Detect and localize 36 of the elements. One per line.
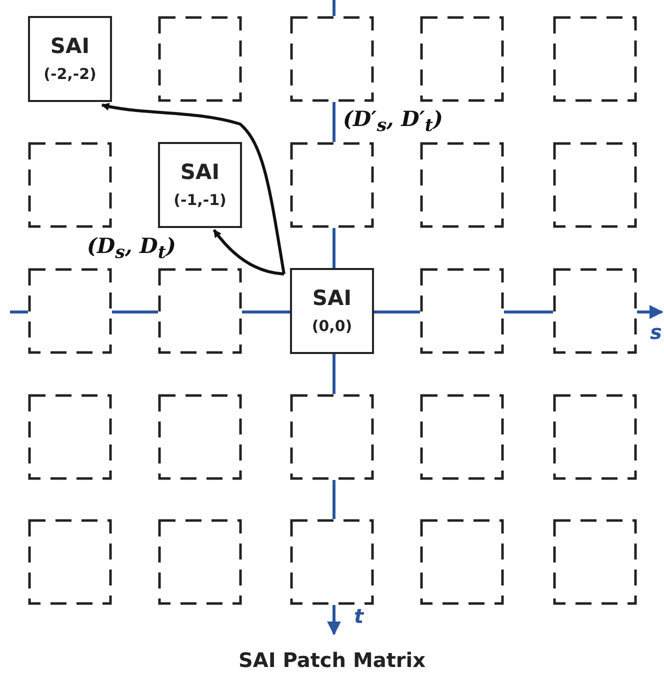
dashed-box <box>553 268 637 354</box>
patch-coordinates: (0,0) <box>312 316 352 337</box>
dashed-box <box>28 142 112 228</box>
patch-box <box>290 268 374 354</box>
dashed-box <box>553 16 637 102</box>
dashed-box <box>290 142 374 228</box>
dashed-box <box>290 519 374 605</box>
axis-label: s <box>650 320 662 344</box>
dashed-box <box>420 394 504 480</box>
dashed-box <box>290 16 374 102</box>
dashed-box <box>553 142 637 228</box>
dashed-box <box>28 519 112 605</box>
dashed-box <box>420 16 504 102</box>
patch-coordinates: (-1,-1) <box>174 190 226 211</box>
patch-title: SAI <box>50 33 90 60</box>
dashed-box <box>290 394 374 480</box>
dashed-box <box>158 394 242 480</box>
dashed-box <box>158 519 242 605</box>
dashed-box <box>553 519 637 605</box>
patch-box <box>28 16 112 102</box>
patch-title: SAI <box>180 159 220 186</box>
patch-title: SAI <box>312 285 352 312</box>
curved-arrow <box>212 229 284 276</box>
dashed-box <box>420 519 504 605</box>
dashed-box <box>28 268 112 354</box>
dashed-box <box>158 16 242 102</box>
caption: SAI Patch Matrix <box>238 648 426 672</box>
dashed-box <box>420 142 504 228</box>
dashed-box <box>553 394 637 480</box>
patch-box <box>158 142 242 228</box>
curved-arrow <box>101 102 286 274</box>
dashed-box <box>28 394 112 480</box>
dashed-box <box>420 268 504 354</box>
dashed-box <box>158 268 242 354</box>
patch-coordinates: (-2,-2) <box>44 64 96 85</box>
axis-label: t <box>354 604 364 628</box>
